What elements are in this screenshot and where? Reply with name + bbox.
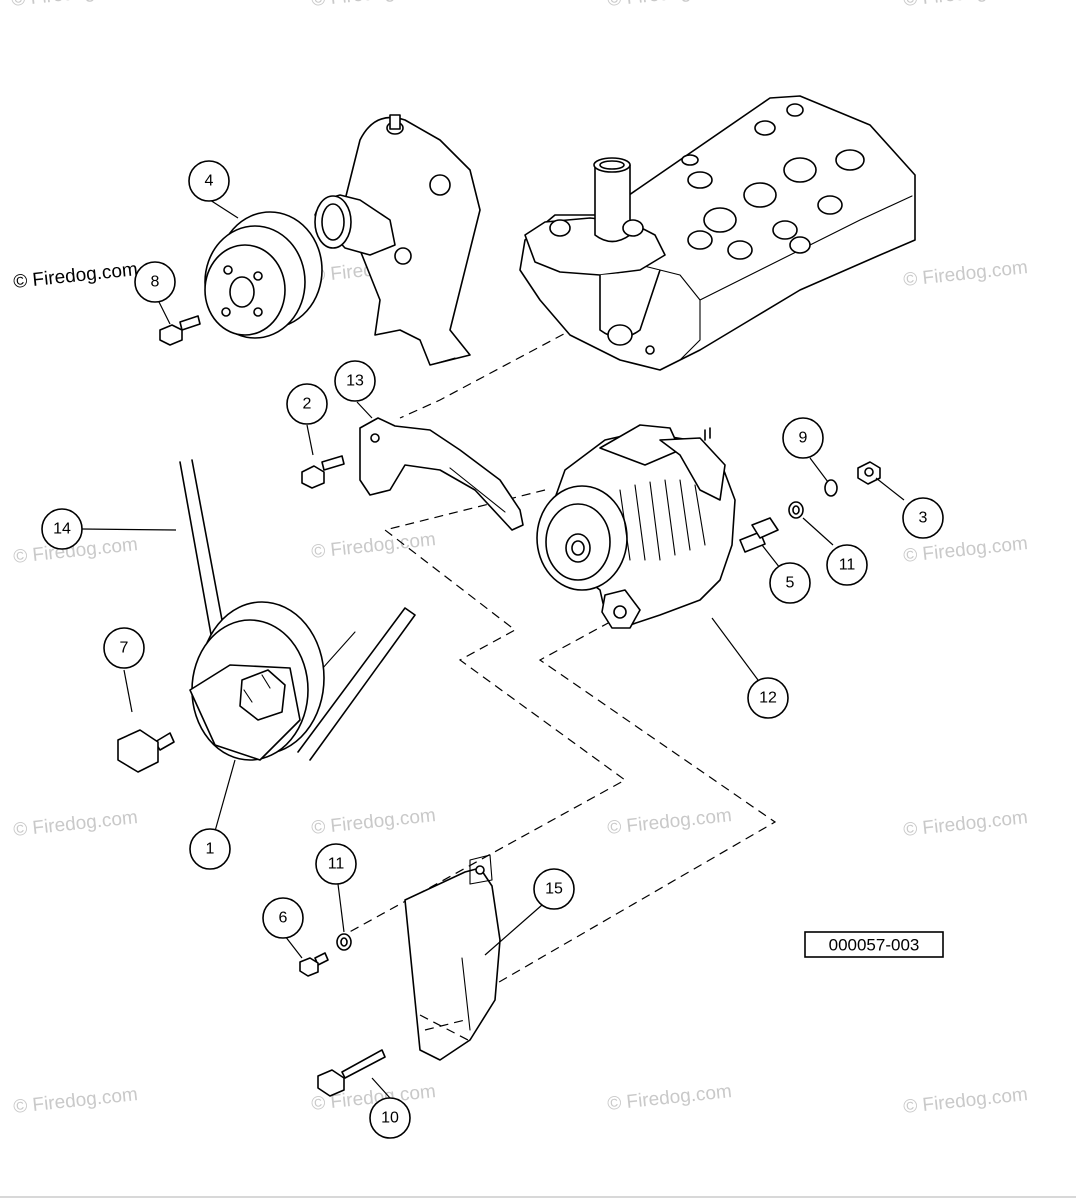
callout-number: 13 bbox=[346, 373, 364, 390]
watermark: © Firedog.com bbox=[606, 805, 732, 839]
callout-leaders bbox=[81, 199, 905, 1099]
callout-2: 2 bbox=[286, 383, 328, 425]
watermark: © Firedog.com bbox=[12, 807, 138, 841]
callout-number: 10 bbox=[381, 1110, 399, 1127]
water-pump bbox=[314, 114, 481, 366]
callout-12: 12 bbox=[747, 677, 789, 719]
washer-11-upper bbox=[788, 501, 804, 519]
callout-11-upper: 11 bbox=[826, 544, 868, 586]
water-pump-pulley bbox=[204, 211, 323, 339]
callout-15: 15 bbox=[533, 868, 575, 910]
diagram-id-label: 000057-003 bbox=[829, 936, 920, 955]
callout-number: 3 bbox=[919, 510, 928, 527]
callout-10: 10 bbox=[369, 1097, 411, 1139]
watermark: © Firedog.com bbox=[310, 0, 436, 11]
spacer-5 bbox=[739, 517, 779, 553]
callout-number: 8 bbox=[151, 274, 160, 291]
belt-cover bbox=[404, 854, 501, 1061]
callout-7: 7 bbox=[103, 627, 145, 669]
bolt-8 bbox=[159, 315, 201, 346]
callout-14: 14 bbox=[41, 508, 83, 550]
callout-number: 4 bbox=[205, 173, 214, 190]
assembly-dashed-lines bbox=[334, 319, 777, 1026]
watermark: © Firedog.com bbox=[10, 0, 136, 11]
v-belt bbox=[179, 459, 416, 761]
callout-number: 1 bbox=[206, 841, 215, 858]
callout-number: 6 bbox=[279, 910, 288, 927]
watermark: © Firedog.com bbox=[310, 529, 436, 563]
watermark: © Firedog.com bbox=[902, 0, 1028, 11]
bolt-6 bbox=[299, 952, 329, 977]
callout-4: 4 bbox=[188, 160, 230, 202]
callout-number: 11 bbox=[328, 856, 345, 873]
callout-number: 11 bbox=[839, 557, 856, 574]
watermark: © Firedog.com bbox=[606, 1081, 732, 1115]
callout-3: 3 bbox=[902, 497, 944, 539]
callout-8: 8 bbox=[134, 261, 176, 303]
callout-number: 14 bbox=[53, 521, 71, 538]
callout-11-lower: 11 bbox=[315, 843, 357, 885]
callout-13: 13 bbox=[334, 360, 376, 402]
watermark: © Firedog.com bbox=[606, 0, 732, 11]
bolt-7 bbox=[117, 729, 175, 773]
callout-number: 7 bbox=[120, 640, 129, 657]
nut-3 bbox=[857, 461, 881, 485]
callouts: 1 2 3 4 5 6 7 8 bbox=[41, 160, 944, 1139]
lock-washer-9 bbox=[824, 479, 838, 497]
callout-number: 5 bbox=[786, 575, 795, 592]
cylinder-head bbox=[519, 95, 916, 371]
callout-5: 5 bbox=[769, 562, 811, 604]
callout-number: 12 bbox=[759, 690, 777, 707]
callout-9: 9 bbox=[782, 417, 824, 459]
diagram-id-box: 000057-003 bbox=[804, 931, 944, 958]
bolt-10 bbox=[317, 1049, 386, 1097]
alternator bbox=[536, 424, 736, 629]
callout-number: 2 bbox=[303, 396, 312, 413]
alternator-bracket bbox=[359, 417, 524, 531]
callout-number: 15 bbox=[545, 881, 563, 898]
callout-number: 9 bbox=[799, 430, 808, 447]
washer-11-lower bbox=[336, 933, 352, 951]
watermark: © Firedog.com bbox=[12, 1084, 138, 1118]
watermark: © Firedog.com bbox=[902, 257, 1028, 291]
bolt-2 bbox=[301, 455, 345, 489]
callout-1: 1 bbox=[189, 828, 231, 870]
crankshaft-pulley bbox=[189, 601, 325, 761]
watermark: © Firedog.com bbox=[310, 805, 436, 839]
watermark: © Firedog.com bbox=[12, 259, 138, 293]
callout-6: 6 bbox=[262, 897, 304, 939]
watermark: © Firedog.com bbox=[902, 807, 1028, 841]
watermark: © Firedog.com bbox=[902, 1084, 1028, 1118]
